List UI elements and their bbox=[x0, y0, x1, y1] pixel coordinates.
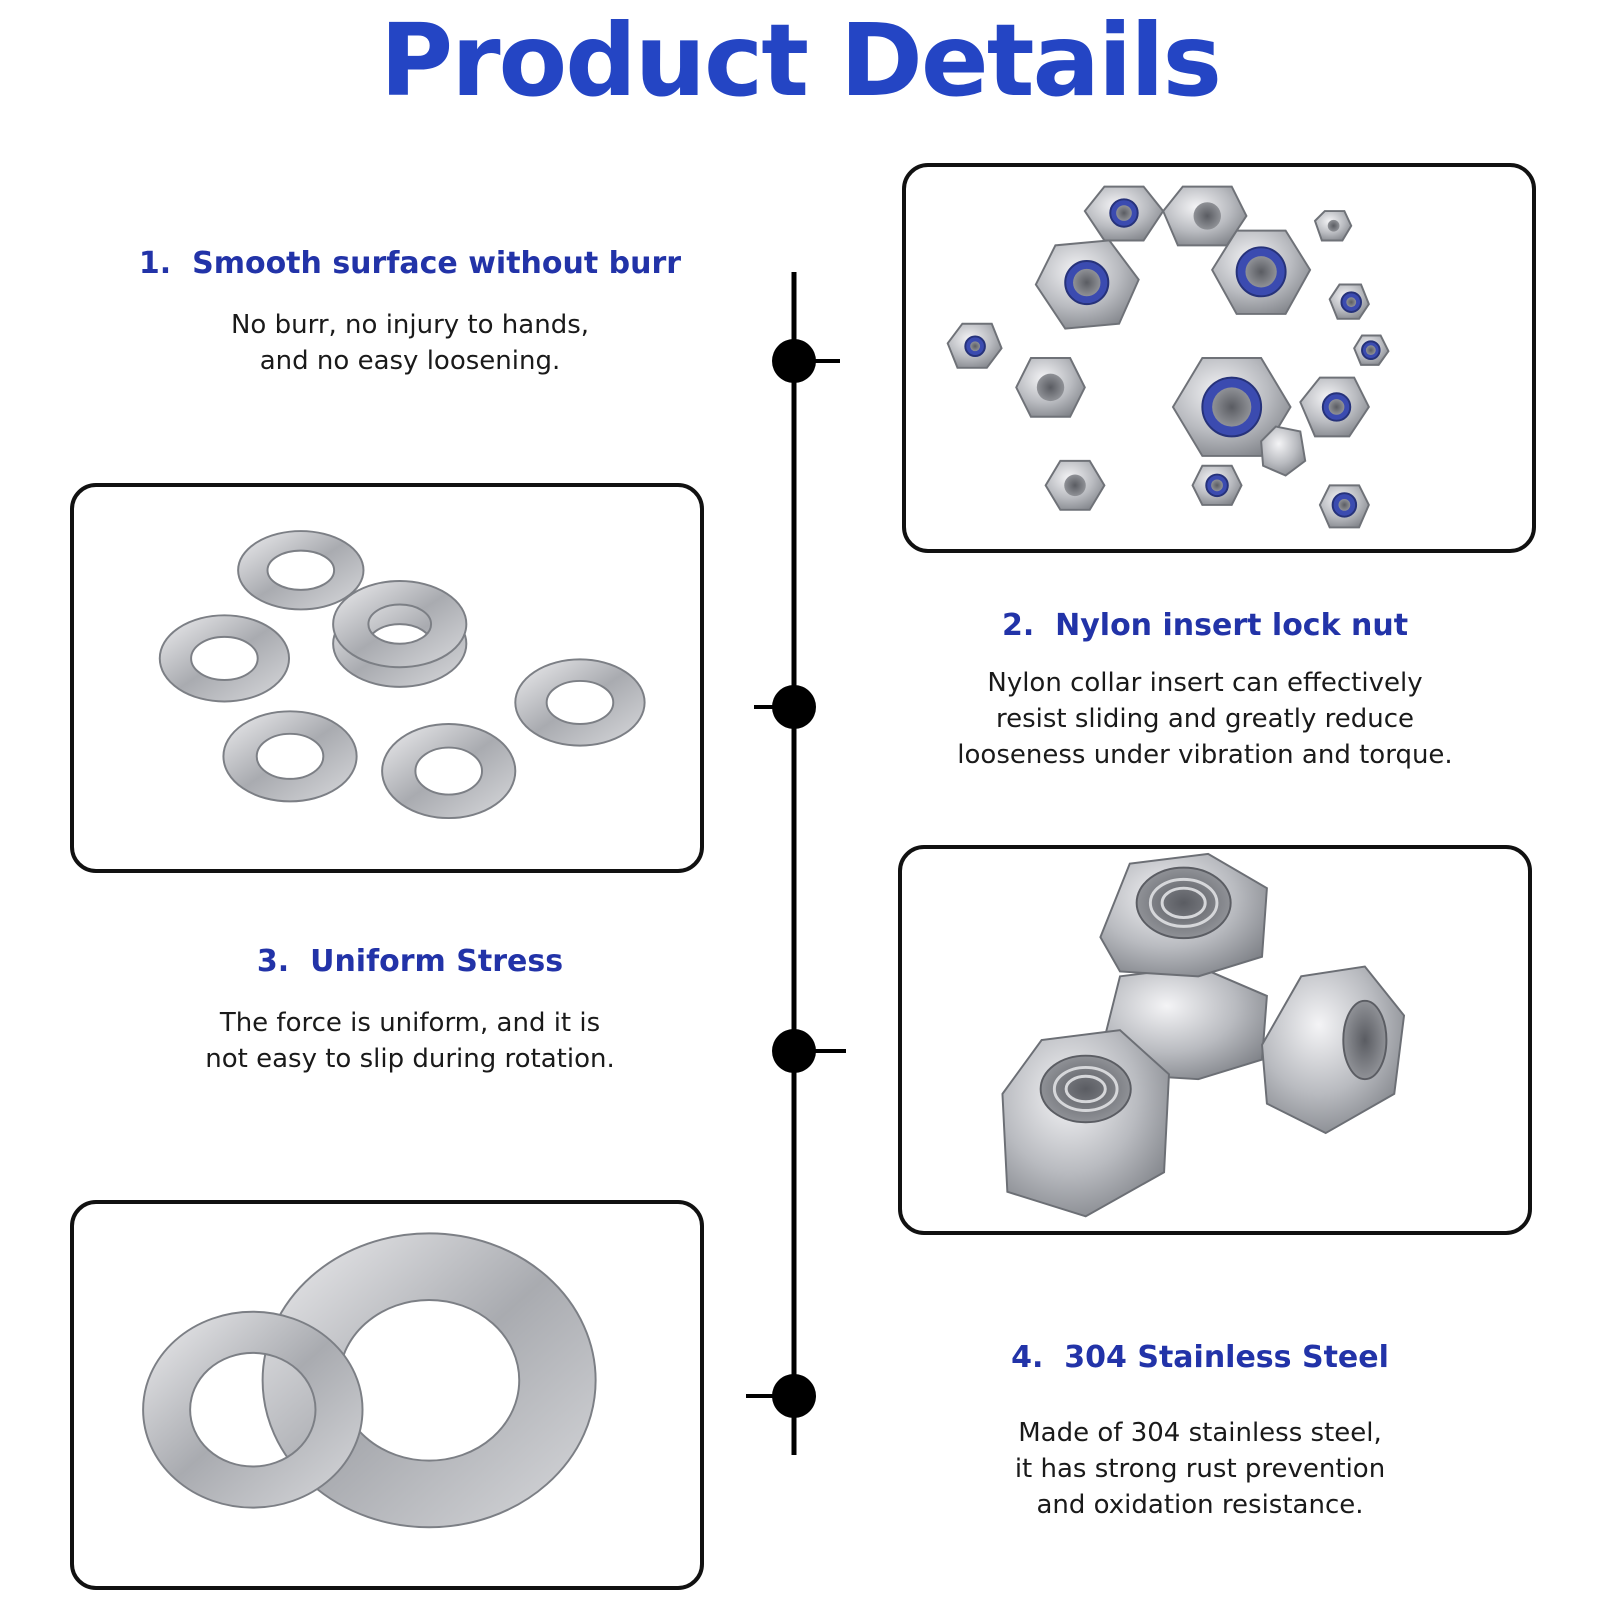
feature-title-text: Smooth surface without burr bbox=[192, 246, 682, 281]
feature-description: Made of 304 stainless steel, it has stro… bbox=[890, 1415, 1510, 1523]
lock-nut-icon bbox=[946, 185, 1390, 529]
feature-2: 2. Nylon insert lock nut Nylon collar in… bbox=[900, 608, 1510, 773]
description-line: Nylon collar insert can effectively bbox=[987, 668, 1423, 698]
feature-title-text: 304 Stainless Steel bbox=[1064, 1340, 1389, 1375]
hex-nut-icon bbox=[1001, 852, 1406, 1218]
description-line: and no easy loosening. bbox=[259, 346, 561, 376]
page-title: Product Details bbox=[379, 2, 1222, 119]
feature-1: 1. Smooth surface without burr No burr, … bbox=[110, 246, 710, 379]
photo-hex-nuts bbox=[898, 845, 1532, 1235]
timeline-dot-1 bbox=[772, 339, 816, 383]
timeline-dot-4 bbox=[772, 1374, 816, 1418]
description-line: not easy to slip during rotation. bbox=[205, 1044, 615, 1074]
description-line: resist sliding and greatly reduce bbox=[995, 704, 1415, 734]
feature-description: No burr, no injury to hands, and no easy… bbox=[110, 307, 710, 379]
photo-lock-nuts bbox=[902, 163, 1536, 553]
description-line: looseness under vibration and torque. bbox=[957, 740, 1453, 770]
feature-number: 3. bbox=[256, 944, 290, 979]
timeline-dot-3 bbox=[772, 1029, 816, 1073]
description-line: it has strong rust prevention bbox=[1014, 1454, 1386, 1484]
timeline-dot-2 bbox=[772, 685, 816, 729]
description-line: and oxidation resistance. bbox=[1036, 1490, 1364, 1520]
feature-number: 4. bbox=[1011, 1340, 1044, 1375]
feature-number: 1. bbox=[138, 246, 172, 281]
feature-title: 2. Nylon insert lock nut bbox=[900, 608, 1510, 643]
feature-title: 4. 304 Stainless Steel bbox=[890, 1340, 1510, 1375]
feature-title-text: Nylon insert lock nut bbox=[1055, 608, 1409, 643]
description-line: No burr, no injury to hands, bbox=[230, 310, 590, 340]
photo-flat-washers bbox=[70, 483, 704, 873]
feature-description: Nylon collar insert can effectively resi… bbox=[900, 665, 1510, 773]
photo-large-washers bbox=[70, 1200, 704, 1590]
feature-description: The force is uniform, and it is not easy… bbox=[110, 1005, 710, 1077]
washer-icon bbox=[158, 530, 646, 819]
feature-number: 2. bbox=[1001, 608, 1035, 643]
feature-title-text: Uniform Stress bbox=[310, 944, 564, 979]
washer-icon bbox=[142, 1232, 597, 1529]
feature-3: 3. Uniform Stress The force is uniform, … bbox=[110, 944, 710, 1077]
description-line: Made of 304 stainless steel, bbox=[1018, 1418, 1382, 1448]
feature-4: 4. 304 Stainless Steel Made of 304 stain… bbox=[890, 1340, 1510, 1523]
description-line: The force is uniform, and it is bbox=[219, 1008, 601, 1038]
feature-title: 1. Smooth surface without burr bbox=[110, 246, 710, 281]
feature-title: 3. Uniform Stress bbox=[110, 944, 710, 979]
